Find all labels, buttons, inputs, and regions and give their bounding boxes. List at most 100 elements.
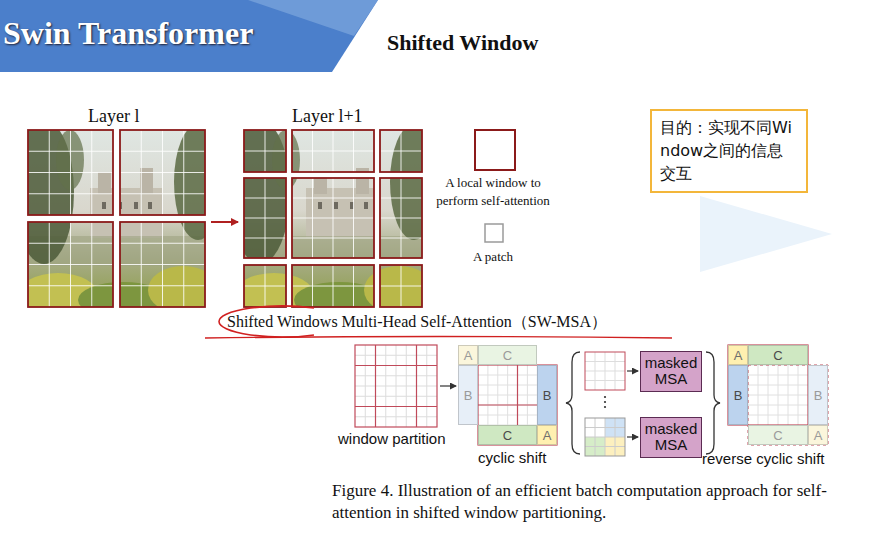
window-border: [380, 178, 422, 258]
patch-line: [292, 198, 374, 199]
grid-ground: [728, 345, 808, 425]
step-label: reverse cyclic shift: [702, 450, 825, 467]
window-border: [585, 418, 625, 456]
region-cell: B: [728, 365, 748, 425]
box-label: masked MSA: [643, 355, 699, 388]
patch-line: [120, 285, 205, 286]
arrow: [440, 385, 456, 386]
window-border: [292, 130, 374, 172]
region-cell: B: [458, 365, 478, 425]
region-cell: A: [728, 345, 748, 365]
patch-line: [244, 151, 286, 152]
box-label: masked MSA: [643, 421, 699, 454]
ellipsis-dot: [604, 406, 606, 408]
banner-title: Swin Transformer: [3, 15, 253, 52]
patch-line: [292, 238, 374, 239]
legend-text: A patch: [453, 248, 533, 266]
brace: [566, 352, 580, 454]
patch-line: [292, 286, 374, 287]
section-heading: Shifted Windows Multi-Head Self-Attentio…: [227, 312, 607, 333]
window-line: [355, 406, 437, 407]
grid-ground: [585, 352, 625, 390]
region-cell: B: [537, 365, 557, 425]
patch-line: [380, 218, 422, 219]
photo-layer-l1: [230, 120, 438, 318]
figure-caption: Figure 4. Illustration of an efficient b…: [332, 480, 860, 524]
window-border: [120, 222, 205, 307]
patch-line: [375, 345, 376, 427]
window-border: [478, 365, 557, 445]
region-letter: C: [503, 348, 512, 363]
patch-line: [28, 285, 113, 286]
patch-line: [355, 386, 437, 387]
patch-line: [585, 446, 625, 447]
photo: [14, 120, 222, 318]
grid-ground: [478, 365, 557, 445]
region-cell: A: [458, 345, 478, 365]
step-label: cyclic shift: [478, 449, 546, 466]
window-border: [28, 222, 113, 307]
shift-outline: [748, 365, 828, 445]
patch-line: [416, 345, 417, 427]
patch-line: [292, 218, 374, 219]
arrow: [627, 370, 638, 371]
window-grids: [28, 130, 422, 307]
photo-layer-l: [14, 120, 222, 318]
patch-line: [120, 172, 205, 173]
grid-ground: [355, 345, 437, 427]
region-letter: A: [543, 428, 552, 443]
brace: [706, 352, 720, 454]
region-letter: B: [543, 388, 552, 403]
region-letter: C: [503, 428, 512, 443]
layer-label: Layer l+1: [292, 106, 363, 127]
slide-title: Shifted Window: [387, 30, 538, 56]
patch-line: [355, 396, 437, 397]
photo: [230, 120, 438, 318]
patch-line: [585, 437, 625, 438]
window-border: [355, 345, 437, 427]
region-letter: B: [464, 388, 473, 403]
region-letter: A: [814, 428, 823, 443]
window-line: [355, 365, 437, 366]
region-cell: C: [478, 345, 537, 365]
patch-line: [244, 218, 286, 219]
patch-line: [585, 427, 625, 428]
region-letter: A: [464, 348, 473, 363]
patch-line: [380, 286, 422, 287]
note-box: 目的：实现不同Window之间的信息交互: [650, 109, 808, 193]
region-cell: C: [748, 345, 808, 365]
patch-line: [585, 361, 625, 362]
legend-sample-patch: [485, 224, 503, 242]
patch-line: [380, 151, 422, 152]
window-border: [244, 265, 286, 307]
arrow: [627, 436, 638, 437]
region-cell: C: [478, 425, 537, 445]
patch-line: [355, 365, 437, 366]
patch-line: [28, 172, 113, 173]
window-border: [585, 352, 625, 390]
patch-line: [585, 380, 625, 381]
window-border: [728, 345, 808, 425]
window-border: [244, 178, 286, 258]
patch-line: [355, 375, 437, 376]
window-border: [380, 130, 422, 172]
region-letter: A: [734, 348, 743, 363]
patch-line: [355, 406, 437, 407]
region-cell: B: [808, 365, 828, 425]
header-band: Swin Transformer: [0, 0, 378, 72]
patch-line: [120, 151, 205, 152]
patch-line: [380, 238, 422, 239]
decor-triangle: [700, 196, 832, 272]
window-border: [120, 130, 205, 215]
annotation-marks: [205, 306, 672, 338]
region-letter: C: [773, 348, 782, 363]
window-border: [244, 130, 286, 172]
window-border: [380, 265, 422, 307]
window-border: [28, 130, 113, 215]
patch-line: [292, 151, 374, 152]
patch-line: [244, 286, 286, 287]
step-label: window partition: [338, 430, 446, 447]
patch-line: [380, 198, 422, 199]
process-box: masked MSA: [640, 351, 702, 392]
region-cell: A: [537, 425, 557, 445]
